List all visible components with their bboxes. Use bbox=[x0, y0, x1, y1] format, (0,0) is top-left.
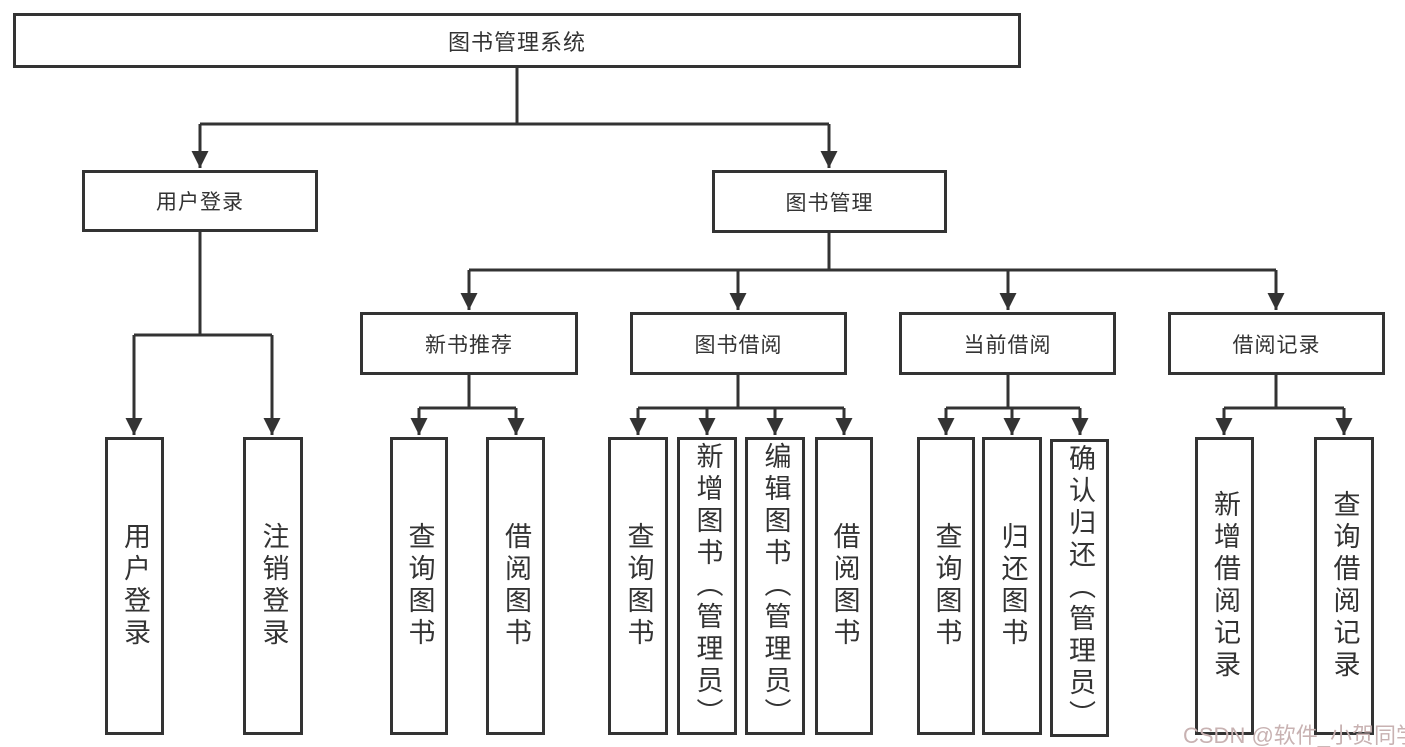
leaf-borrow-book-2: 借阅图书 bbox=[815, 437, 873, 735]
node-book-borrowing: 图书借阅 bbox=[630, 312, 847, 375]
node-new-book-recommend: 新书推荐 bbox=[360, 312, 578, 375]
leaf-confirm-return-admin-label: 确认归还（管理员） bbox=[1065, 444, 1095, 732]
leaf-query-book-1-label: 查询图书 bbox=[404, 522, 435, 650]
node-book-management-label: 图书管理 bbox=[785, 191, 874, 215]
leaf-query-book-3-label: 查询图书 bbox=[931, 522, 962, 650]
node-borrowing-records: 借阅记录 bbox=[1168, 312, 1385, 375]
leaf-borrow-book-2-label: 借阅图书 bbox=[829, 522, 860, 650]
leaf-logout-login-label: 注销登录 bbox=[258, 522, 289, 650]
leaf-borrow-book-1-label: 借阅图书 bbox=[501, 522, 531, 650]
leaf-query-borrow-record-label: 查询借阅记录 bbox=[1329, 490, 1360, 682]
leaf-add-borrow-record-label: 新增借阅记录 bbox=[1210, 490, 1240, 682]
leaf-borrow-book-1: 借阅图书 bbox=[486, 437, 545, 735]
node-user-login-label: 用户登录 bbox=[156, 191, 244, 214]
leaf-return-book-label: 归还图书 bbox=[997, 522, 1028, 650]
leaf-query-book-1: 查询图书 bbox=[390, 437, 448, 735]
leaf-add-book-admin-label: 新增图书（管理员） bbox=[692, 442, 723, 730]
node-root-system: 图书管理系统 bbox=[13, 13, 1021, 68]
node-book-borrowing-label: 图书借阅 bbox=[694, 333, 783, 357]
leaf-edit-book-admin: 编辑图书（管理员） bbox=[745, 437, 805, 735]
node-root-system-label: 图书管理系统 bbox=[447, 29, 586, 55]
leaf-return-book: 归还图书 bbox=[982, 437, 1042, 735]
csdn-watermark: CSDN @软件_小贺同学 bbox=[1183, 723, 1405, 747]
node-borrowing-records-label: 借阅记录 bbox=[1232, 333, 1321, 357]
node-current-borrowing: 当前借阅 bbox=[899, 312, 1116, 375]
leaf-user-login: 用户登录 bbox=[105, 437, 164, 735]
node-new-book-recommend-label: 新书推荐 bbox=[425, 333, 513, 357]
leaf-confirm-return-admin: 确认归还（管理员） bbox=[1050, 439, 1109, 737]
leaf-query-book-2-label: 查询图书 bbox=[623, 522, 654, 650]
leaf-add-borrow-record: 新增借阅记录 bbox=[1195, 437, 1254, 735]
leaf-query-borrow-record: 查询借阅记录 bbox=[1314, 437, 1374, 735]
node-book-management: 图书管理 bbox=[712, 170, 947, 233]
leaf-query-book-3: 查询图书 bbox=[917, 437, 975, 735]
node-user-login: 用户登录 bbox=[82, 170, 318, 232]
leaf-logout-login: 注销登录 bbox=[243, 437, 303, 735]
leaf-user-login-label: 用户登录 bbox=[120, 522, 150, 650]
leaf-query-book-2: 查询图书 bbox=[608, 437, 668, 735]
leaf-edit-book-admin-label: 编辑图书（管理员） bbox=[760, 442, 791, 730]
node-current-borrowing-label: 当前借阅 bbox=[963, 333, 1052, 357]
leaf-add-book-admin: 新增图书（管理员） bbox=[677, 437, 737, 735]
